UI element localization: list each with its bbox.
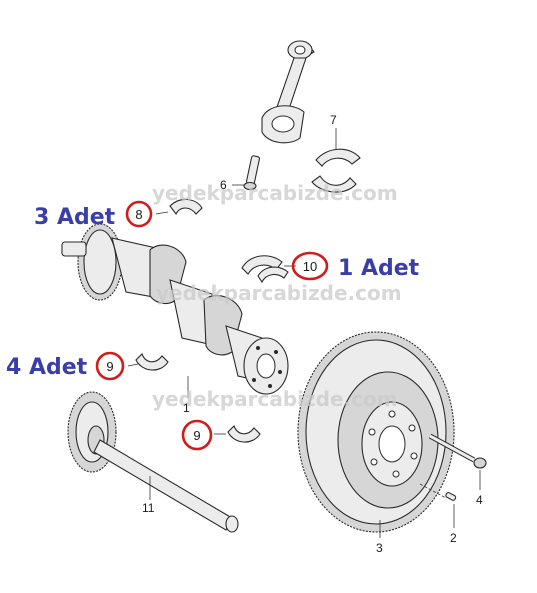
- watermark-middle: yedekparcabizde.com: [156, 281, 402, 305]
- flywheel-bolt: [428, 433, 487, 490]
- crankshaft: [61, 223, 289, 398]
- callout-9-left: 9: [106, 359, 113, 374]
- thrust-bearing-shells: [241, 255, 296, 284]
- callout-2: 2: [450, 531, 457, 545]
- watermark-bottom: yedekparcabizde.com: [152, 387, 398, 411]
- callout-1: 1: [183, 401, 190, 415]
- flywheel: [297, 331, 455, 538]
- watermark-top: yedekparcabizde.com: [152, 181, 398, 205]
- callout-10: 10: [303, 259, 317, 274]
- highlight-callout-10: 10: [291, 251, 329, 281]
- highlight-callout-8: 8: [125, 200, 153, 228]
- quantity-label-upper-bearing: 3 Adet: [34, 205, 116, 230]
- highlight-callout-9-left: 9: [95, 351, 125, 381]
- callout-3: 3: [376, 541, 383, 555]
- callout-9-bottom: 9: [193, 428, 200, 443]
- callout-6: 6: [220, 178, 227, 192]
- main-bearing-lower-shell-left: [127, 353, 169, 371]
- quantity-label-thrust-bearing: 1 Adet: [338, 256, 420, 281]
- connecting-rod: [261, 40, 315, 144]
- balance-shaft: [67, 391, 239, 533]
- flywheel-dowel-pin: [419, 483, 457, 528]
- rod-bolt: [232, 155, 261, 191]
- callout-11: 11: [142, 501, 155, 515]
- callout-7: 7: [330, 113, 337, 127]
- callout-4: 4: [476, 493, 483, 507]
- main-bearing-upper-shell: [155, 198, 203, 216]
- rod-bearing-shells: [311, 128, 361, 193]
- highlight-callout-9-bottom: 9: [181, 419, 213, 451]
- main-bearing-lower-shell-bottom: [214, 425, 261, 443]
- callout-8: 8: [135, 207, 142, 222]
- quantity-label-lower-bearing: 4 Adet: [6, 355, 88, 380]
